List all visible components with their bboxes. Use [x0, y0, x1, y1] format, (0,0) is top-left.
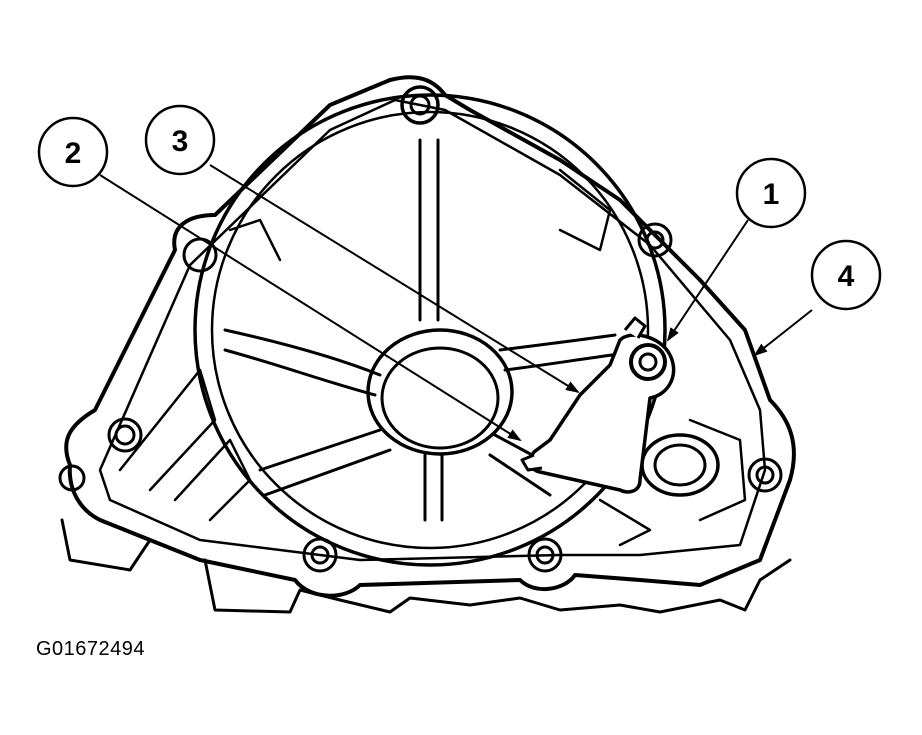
bolt-hole-right — [747, 457, 783, 493]
bolt-hole-right-upper — [637, 222, 673, 258]
callout-3: 3 — [144, 104, 216, 176]
housing-rib-vertical-bottom — [423, 453, 444, 522]
figure-id: G01672494 — [36, 638, 146, 660]
bell-housing-outer-ring — [193, 93, 667, 567]
detent-lever-notch — [520, 453, 543, 472]
housing-web-left — [118, 368, 252, 522]
leader-3 — [209, 164, 580, 394]
detent-lever-tab — [623, 316, 647, 339]
bolt-hole-bottom-right — [527, 537, 563, 573]
flange-inner-edge — [98, 98, 767, 562]
callout-2-label: 2 — [65, 137, 82, 170]
bell-housing-inner-ring — [210, 110, 650, 550]
center-bore-inner — [380, 346, 500, 450]
housing-left-flange — [60, 518, 152, 572]
callout-leaders — [99, 164, 813, 442]
bolt-hole-left — [107, 417, 143, 453]
callout-3-label: 3 — [172, 125, 189, 158]
housing-rib-vertical-top — [418, 138, 440, 322]
housing-rib-left — [223, 328, 382, 397]
callout-1-label: 1 — [763, 178, 780, 211]
housing-web-top — [228, 168, 612, 262]
leader-2 — [99, 174, 522, 442]
leader-4 — [753, 309, 813, 357]
mounting-flange-outline — [64, 75, 796, 598]
housing-lower-body — [203, 558, 792, 614]
bolt-hole-top — [400, 85, 440, 125]
callout-1: 1 — [735, 157, 807, 229]
callout-4: 4 — [810, 239, 882, 311]
callout-4-label: 4 — [838, 260, 855, 293]
housing-rib-lower-left — [258, 428, 392, 497]
callout-2: 2 — [37, 116, 109, 188]
leader-1 — [666, 219, 749, 342]
bolt-hole-left-lower — [58, 464, 86, 492]
housing-rib-right — [498, 333, 617, 372]
housing-web-right — [598, 418, 747, 547]
